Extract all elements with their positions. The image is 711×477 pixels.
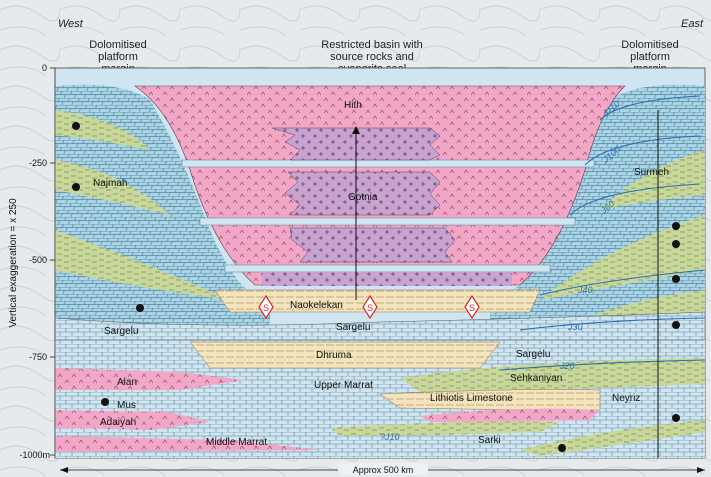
west-label: West: [58, 18, 84, 30]
oil-dot: [672, 240, 680, 248]
basin-carbonate-band-3: [224, 264, 551, 273]
sargelu-band: [54, 311, 706, 341]
alan-evaporite: [55, 368, 245, 390]
surface-line-j100: [584, 135, 701, 166]
source-marker-label: S: [263, 303, 269, 313]
tick-500: -500: [29, 255, 47, 265]
surface-j20: J20: [559, 361, 575, 371]
oil-dot: [558, 444, 566, 452]
oil-dot: [72, 122, 80, 130]
tick-0: 0: [42, 63, 47, 73]
label-sargelu-west: Sargelu: [104, 326, 138, 337]
left-caption-line-2: platform: [98, 51, 138, 63]
label-sargelu-east: Sargelu: [516, 349, 550, 360]
surface-line-j30: [519, 317, 706, 331]
vertical-exaggeration-label: Vertical exaggeration = x 250: [8, 198, 19, 328]
sehkaniyan-unit: [400, 358, 705, 392]
oil-dot: [101, 398, 109, 406]
right-caption-line-2: platform: [630, 51, 670, 63]
source-marker-east: S: [464, 294, 480, 320]
tick-1000: -1000m: [19, 450, 50, 460]
label-alan: Alan: [117, 377, 137, 388]
east-label: East: [681, 18, 704, 30]
anhydrite-lower: [289, 227, 456, 263]
left-caption-line-1: Dolomitised: [89, 39, 146, 51]
surface-line-j60: [569, 183, 701, 216]
east-shale-tongue-2: [540, 215, 705, 300]
anhydrite-middle: [284, 171, 441, 216]
arrow-right-icon: [697, 467, 705, 473]
formation-labels: Hith Gotnia Najmah Surmeh Sargelu Sargel…: [93, 100, 669, 448]
adaiyah-evaporite: [55, 410, 210, 430]
oil-dot: [672, 321, 680, 329]
lower-shale-lens-2: [520, 420, 705, 456]
scale-label-bg: [338, 463, 428, 475]
lower-west-evaporite: [55, 436, 320, 452]
oil-dot: [136, 304, 144, 312]
source-marker-west: S: [258, 294, 274, 320]
label-najmah: Najmah: [93, 178, 127, 189]
label-mus: Mus: [117, 400, 136, 411]
center-caption-line-1: Restricted basin with: [321, 39, 423, 51]
tick-250: -250: [29, 158, 47, 168]
label-middle-marrat: Middle Marrat: [206, 437, 267, 448]
dhruma-unit: [189, 341, 501, 369]
label-sargelu-center: Sargelu: [336, 322, 370, 333]
surface-line-j20: [499, 359, 706, 371]
west-shale-tongue-2: [55, 160, 170, 215]
source-marker-label: S: [469, 303, 475, 313]
label-dhruma: Dhruma: [316, 350, 352, 361]
west-shale-tongue-3: [55, 230, 230, 300]
right-caption-line-1: Dolomitised: [621, 39, 678, 51]
surface-j40: J40: [577, 285, 593, 295]
oil-dot: [672, 414, 680, 422]
diamond-icon: [258, 294, 274, 320]
basin-carbonate-band-1: [181, 159, 595, 168]
label-upper-marrat: Upper Marrat: [314, 380, 373, 391]
east-lower-evaporite: [420, 408, 600, 422]
diamond-icon: [362, 294, 378, 320]
source-marker-center: S: [362, 294, 378, 320]
basin-carbonate-band-2: [199, 217, 576, 226]
tick-750: -750: [29, 352, 47, 362]
source-rock-markers: S S S: [258, 294, 480, 320]
oil-field-dots: [72, 122, 680, 452]
source-marker-label: S: [367, 303, 373, 313]
west-shale-tongue-1: [55, 110, 150, 150]
center-caption-line-2: source rocks and: [330, 51, 414, 63]
oil-dot: [672, 222, 680, 230]
label-surmeh: Surmeh: [634, 167, 669, 178]
oil-dot: [672, 275, 680, 283]
diamond-icon: [464, 294, 480, 320]
oil-dot: [72, 183, 80, 191]
scale-label: Approx 500 km: [353, 465, 414, 475]
surface-line-j40: [539, 269, 706, 296]
label-lithiotis: Lithiotis Limestone: [430, 393, 513, 404]
depth-axis: 0 -250 -500 -750 -1000m: [19, 63, 56, 460]
naokelekan-layer: [214, 289, 541, 313]
label-sarki: Sarki: [478, 435, 501, 446]
sequence-surfaces: [499, 95, 706, 371]
label-neyriz: Neyriz: [612, 393, 640, 404]
surface-j10: ?J10: [380, 432, 400, 442]
anhydrite-base: [262, 272, 512, 286]
label-naokelekan: Naokelekan: [290, 300, 343, 311]
label-sehkaniyan: Sehkaniyan: [510, 373, 562, 384]
label-adaiyah: Adaiyah: [100, 417, 136, 428]
surface-line-j110: [599, 95, 701, 121]
surface-j30: J30: [567, 322, 583, 332]
east-shale-tongue-1: [600, 150, 705, 210]
label-gotnia: Gotnia: [348, 192, 378, 203]
horizontal-scale: Approx 500 km: [60, 463, 705, 475]
label-hith: Hith: [344, 100, 362, 111]
arrow-up-icon: [352, 126, 360, 134]
arrow-left-icon: [60, 467, 68, 473]
lower-shale-lens-1: [330, 421, 560, 436]
